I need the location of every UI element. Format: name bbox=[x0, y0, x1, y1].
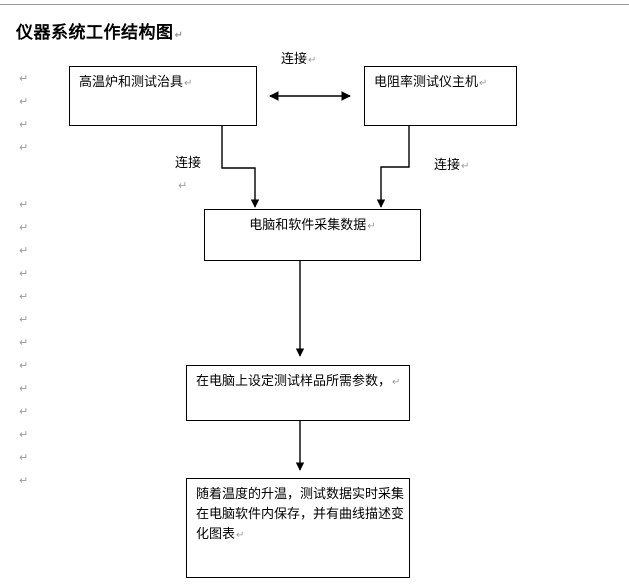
paragraph-mark-icon: ↵ bbox=[19, 451, 29, 464]
page-title: 仪器系统工作结构图↵ bbox=[16, 18, 183, 43]
paragraph-mark-icon: ↵ bbox=[19, 290, 29, 303]
flow-node-pc-software-acquire[interactable]: 电脑和软件采集数据↵ bbox=[204, 209, 421, 261]
paragraph-mark-icon: ↵ bbox=[19, 221, 29, 234]
flow-node-realtime-record[interactable]: 随着温度的升温，测试数据实时采集在电脑软件内保存，并有曲线描述变化图表↵ bbox=[186, 478, 410, 578]
paragraph-mark-icon: ↵ bbox=[19, 336, 29, 349]
edge-label-link-left: 连接 bbox=[175, 156, 202, 171]
edge-label-link-right: 连接↵ bbox=[434, 158, 470, 173]
flow-node-furnace[interactable]: 高温炉和测试治具↵ bbox=[69, 66, 257, 126]
paragraph-mark-icon: ↵ bbox=[184, 78, 193, 89]
flow-node-pc-software-acquire-text: 电脑和软件采集数据↵ bbox=[249, 218, 376, 233]
paragraph-mark-icon: ↵ bbox=[19, 95, 29, 108]
edge-label-link-top: 连接↵ bbox=[281, 52, 317, 67]
paragraph-mark-icon: ↵ bbox=[178, 179, 188, 192]
paragraph-mark-icon: ↵ bbox=[367, 221, 376, 232]
paragraph-mark-icon: ↵ bbox=[461, 161, 470, 172]
page-title-text: 仪器系统工作结构图 bbox=[16, 23, 174, 43]
paragraph-mark-icon: ↵ bbox=[19, 428, 29, 441]
paragraph-mark-icon: ↵ bbox=[19, 267, 29, 280]
paragraph-mark-icon: ↵ bbox=[19, 405, 29, 418]
paragraph-mark-icon: ↵ bbox=[392, 377, 401, 388]
flow-node-resistivity-tester[interactable]: 电阻率测试仪主机↵ bbox=[364, 66, 517, 126]
paragraph-mark-icon: ↵ bbox=[19, 359, 29, 372]
page-top-rule bbox=[0, 4, 629, 5]
connector-furnace-pc bbox=[221, 126, 260, 208]
connector-tester-pc bbox=[376, 126, 410, 208]
paragraph-mark-icon: ↵ bbox=[174, 30, 184, 41]
flow-node-realtime-record-text: 随着温度的升温，测试数据实时采集在电脑软件内保存，并有曲线描述变化图表↵ bbox=[196, 487, 405, 542]
paragraph-mark-icon: ↵ bbox=[19, 72, 29, 85]
paragraph-mark-icon: ↵ bbox=[19, 474, 29, 487]
flow-node-furnace-text: 高温炉和测试治具↵ bbox=[79, 75, 193, 90]
flow-node-resistivity-tester-text: 电阻率测试仪主机↵ bbox=[374, 75, 488, 90]
paragraph-mark-icon: ↵ bbox=[236, 530, 245, 541]
paragraph-mark-icon: ↵ bbox=[19, 382, 29, 395]
paragraph-mark-icon: ↵ bbox=[19, 118, 29, 131]
flow-node-set-parameters[interactable]: 在电脑上设定测试样品所需参数，↵ bbox=[186, 365, 410, 421]
paragraph-mark-icon: ↵ bbox=[19, 141, 29, 154]
paragraph-mark-icon: ↵ bbox=[308, 55, 317, 66]
flow-node-set-parameters-text: 在电脑上设定测试样品所需参数，↵ bbox=[196, 374, 401, 389]
paragraph-mark-icon: ↵ bbox=[19, 313, 29, 326]
paragraph-mark-icon: ↵ bbox=[19, 198, 29, 211]
paragraph-mark-icon: ↵ bbox=[479, 78, 488, 89]
paragraph-mark-icon: ↵ bbox=[19, 244, 29, 257]
